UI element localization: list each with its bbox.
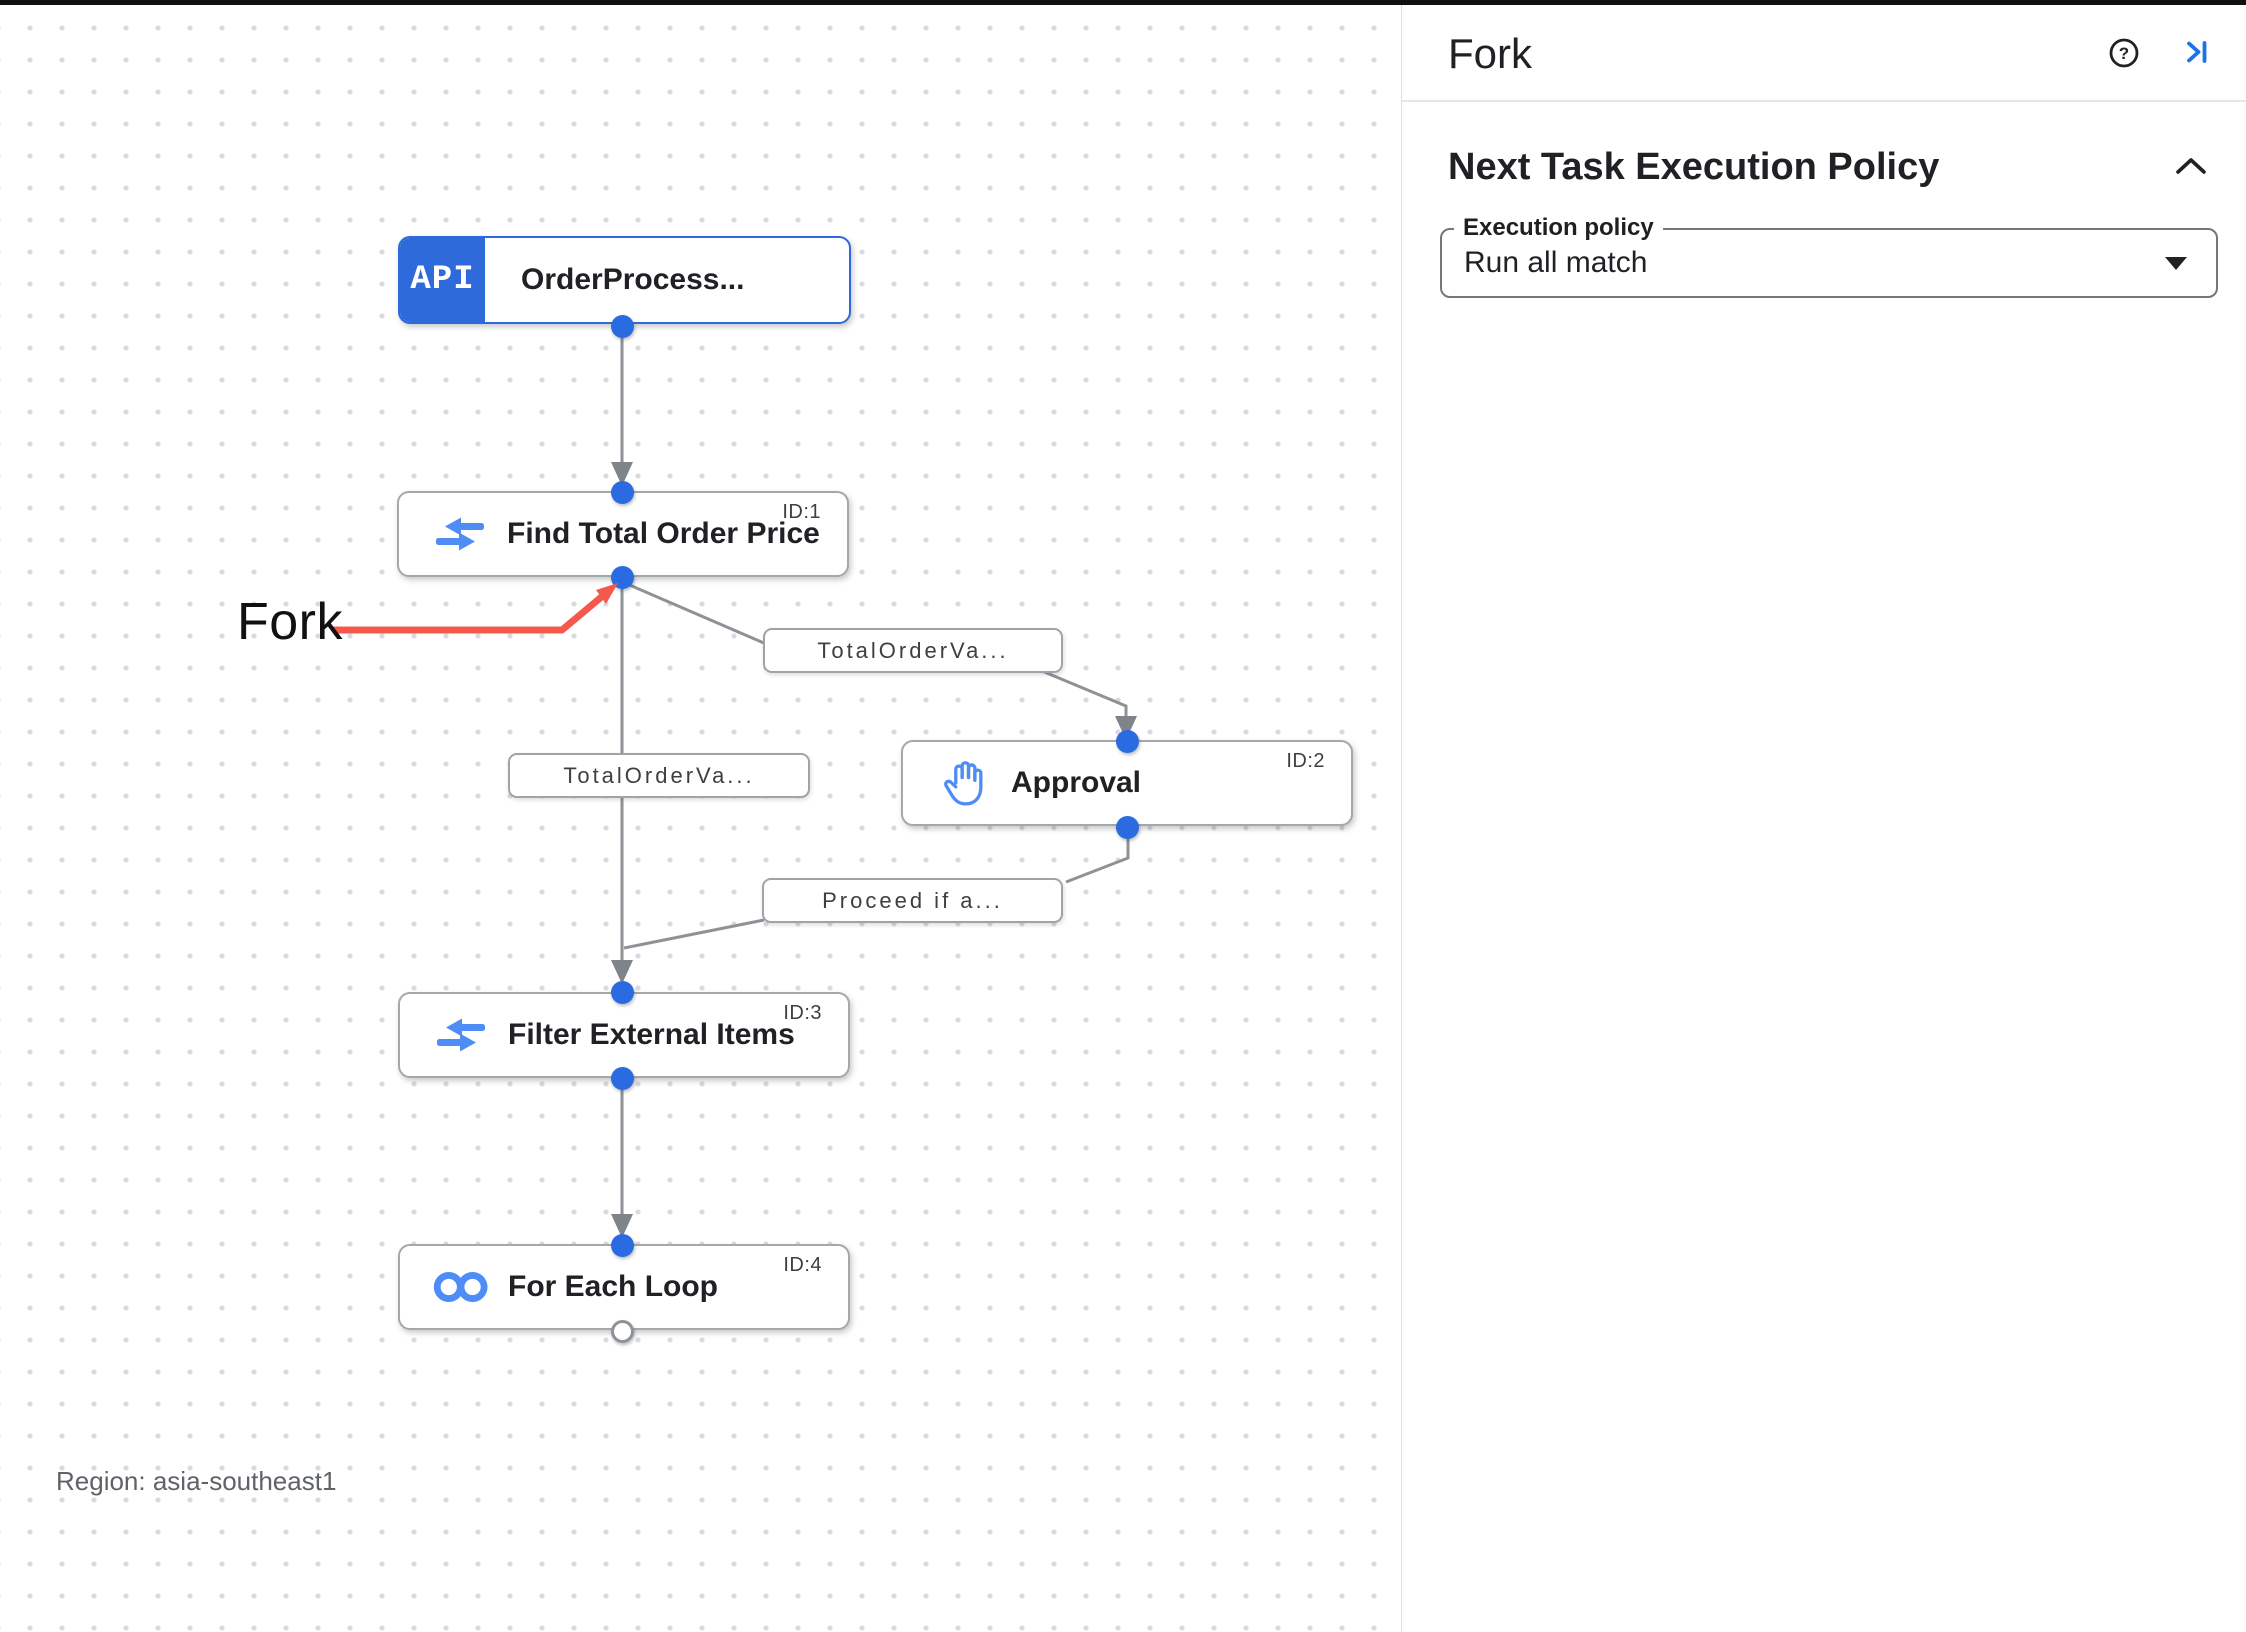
data-mapping-icon: [429, 514, 491, 554]
execution-policy-select[interactable]: Execution policy Run all match: [1440, 214, 2218, 298]
panel-header-divider: [1402, 100, 2246, 102]
edge-label-totalorderva-1[interactable]: TotalOrderVa...: [763, 628, 1063, 673]
connector-dot-find-total-in[interactable]: [611, 481, 634, 504]
connector-dot-approval-out[interactable]: [1116, 816, 1139, 839]
connector-dot-foreach-in[interactable]: [611, 1234, 634, 1257]
execution-policy-label: Execution policy: [1454, 214, 1663, 242]
task-title: Find Total Order Price: [507, 517, 820, 550]
task-title: Filter External Items: [508, 1018, 795, 1051]
trigger-node-orderprocess[interactable]: API OrderProcess...: [398, 236, 851, 324]
api-trigger-icon: API: [400, 238, 485, 322]
arrowhead: [611, 1214, 633, 1238]
section-heading-next-task-execution-policy: Next Task Execution Policy: [1448, 146, 1940, 188]
dropdown-caret-icon: [2165, 256, 2187, 270]
help-icon[interactable]: ?: [2108, 37, 2140, 69]
loop-infinity-icon: [430, 1270, 492, 1304]
approval-hand-icon: [933, 757, 995, 809]
svg-text:?: ?: [2119, 44, 2129, 63]
connector-dot-fork-point[interactable]: [611, 566, 634, 589]
task-id-badge: ID:4: [783, 1254, 822, 1276]
connector-dot-filter-in[interactable]: [611, 981, 634, 1004]
region-label: Region: asia-southeast1: [56, 1466, 337, 1496]
arrowhead: [1115, 716, 1137, 740]
connector-dot-approval-in[interactable]: [1116, 730, 1139, 753]
collapse-panel-icon[interactable]: [2181, 37, 2211, 67]
task-title: Approval: [1011, 766, 1142, 799]
arrowhead: [611, 960, 633, 984]
panel-title: Fork: [1448, 30, 1532, 77]
connector-dot-foreach-out[interactable]: [611, 1320, 634, 1343]
task-title: For Each Loop: [508, 1270, 718, 1303]
trigger-title: OrderProcess...: [521, 263, 745, 296]
config-panel: Fork ? Next Task Execution Policy Execut…: [1401, 0, 2246, 1632]
task-node-for-each-loop[interactable]: ID:4 For Each Loop: [398, 1244, 850, 1330]
task-node-approval[interactable]: ID:2 Approval: [901, 740, 1353, 826]
connector-dot-filter-out[interactable]: [611, 1067, 634, 1090]
workflow-canvas[interactable]: API OrderProcess... ID:1 Find Total Orde…: [0, 0, 1400, 1632]
task-id-badge: ID:1: [782, 501, 821, 523]
fork-annotation-label: Fork: [237, 593, 343, 651]
data-mapping-icon: [430, 1015, 492, 1055]
workflow-edges: [611, 330, 1137, 1238]
execution-policy-value: Run all match: [1464, 246, 1648, 279]
window-top-edge: [0, 0, 2246, 5]
task-id-badge: ID:3: [783, 1002, 822, 1024]
task-node-filter-external-items[interactable]: ID:3 Filter External Items: [398, 992, 850, 1078]
task-id-badge: ID:2: [1286, 750, 1325, 772]
edge-label-totalorderva-2[interactable]: TotalOrderVa...: [508, 753, 810, 798]
task-node-find-total-order-price[interactable]: ID:1 Find Total Order Price: [397, 491, 849, 577]
connector-dot-trigger-out[interactable]: [611, 315, 634, 338]
arrowhead: [611, 462, 633, 486]
chevron-up-icon[interactable]: [2174, 156, 2208, 176]
edge-label-proceed-if[interactable]: Proceed if a...: [762, 878, 1063, 923]
